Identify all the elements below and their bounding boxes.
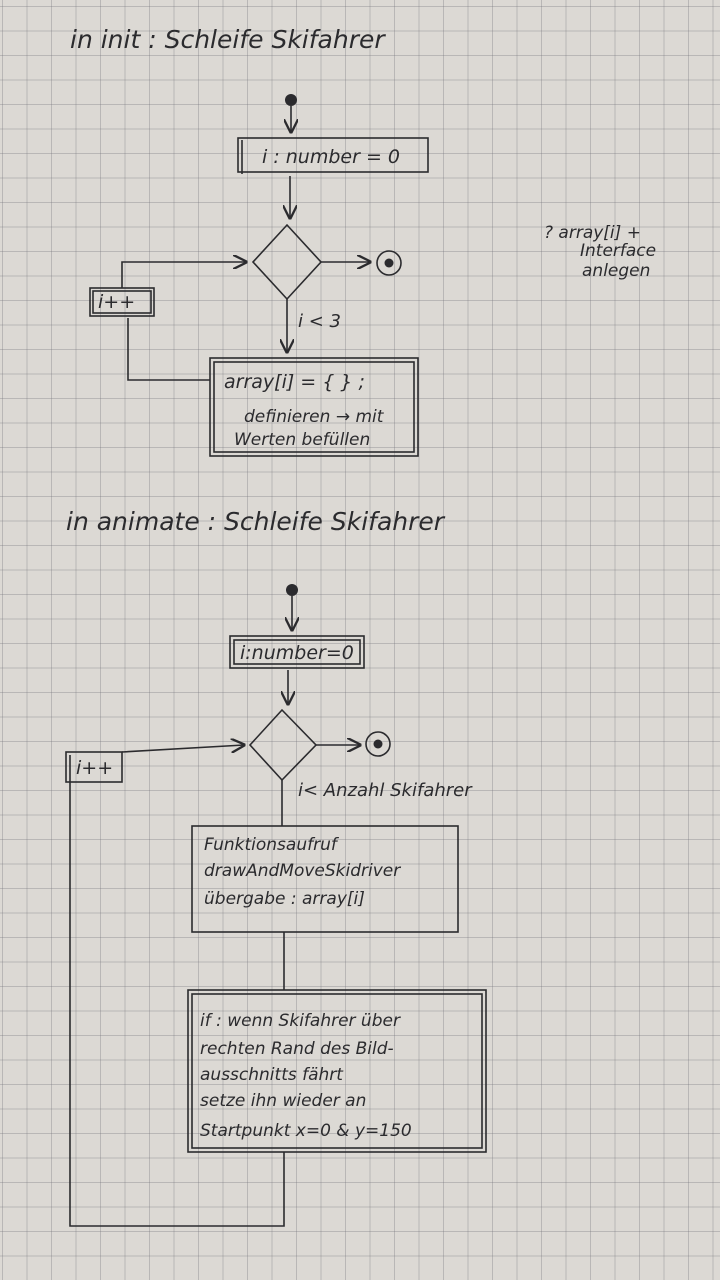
- end-node-1-dot: [384, 258, 394, 268]
- action-box-1: array[i] = { } ; definieren → mit Werten…: [209, 357, 419, 457]
- increment-box-2-label: i++: [76, 757, 113, 779]
- loop-line-1-lower: [127, 318, 210, 381]
- increment-box-1: i++: [89, 287, 155, 317]
- increment-box-1-label: i++: [98, 291, 135, 313]
- section2-heading: in animate : Schleife Skifahrer: [66, 507, 446, 536]
- decision-diamond-2: [248, 708, 318, 782]
- init-box-1-label: i : number = 0: [262, 146, 400, 168]
- increment-box-2: i++: [65, 751, 123, 783]
- action-box-1-line1: array[i] = { } ;: [224, 371, 365, 393]
- side-note-line2: Interface: [580, 241, 656, 261]
- action-box-1-line3: Werten befüllen: [234, 430, 370, 450]
- start-node-2: [286, 584, 298, 596]
- if-box-line4: setze ihn wieder an: [200, 1091, 366, 1111]
- init-box-2-label: i:number=0: [240, 642, 354, 664]
- init-box-1: i : number = 0: [237, 137, 429, 174]
- start-node-1: [285, 94, 297, 106]
- if-box-line3: ausschnitts fährt: [200, 1065, 344, 1085]
- call-box-line2: drawAndMoveSkidriver: [204, 861, 401, 881]
- side-note-line3: anlegen: [582, 261, 650, 281]
- end-node-2-ring: [365, 731, 391, 757]
- end-node-2-dot: [373, 739, 383, 749]
- if-box-line5: Startpunkt x=0 & y=150: [200, 1121, 412, 1141]
- loop-line-2-upper: [121, 745, 244, 752]
- if-box-2: if : wenn Skifahrer über rechten Rand de…: [187, 989, 487, 1153]
- call-box-line3: übergabe : array[i]: [204, 889, 365, 909]
- call-box-line1: Funktionsaufruf: [204, 835, 340, 855]
- init-box-2: i:number=0: [229, 635, 365, 669]
- if-box-line1: if : wenn Skifahrer über: [200, 1011, 401, 1031]
- loop-line-2-lower: [69, 782, 285, 1227]
- loop-line-1-upper: [121, 262, 246, 288]
- condition-2: i< Anzahl Skifahrer: [298, 780, 473, 801]
- if-box-line2: rechten Rand des Bild-: [200, 1039, 394, 1059]
- action-box-1-line2: definieren → mit: [244, 407, 385, 427]
- side-note-line1: ? array[i] +: [544, 223, 641, 243]
- end-node-1-ring: [376, 250, 402, 276]
- decision-diamond-1: [251, 223, 323, 301]
- condition-1: i < 3: [298, 311, 341, 332]
- call-box-2: Funktionsaufruf drawAndMoveSkidriver übe…: [191, 825, 459, 933]
- section1-heading: in init : Schleife Skifahrer: [70, 25, 386, 54]
